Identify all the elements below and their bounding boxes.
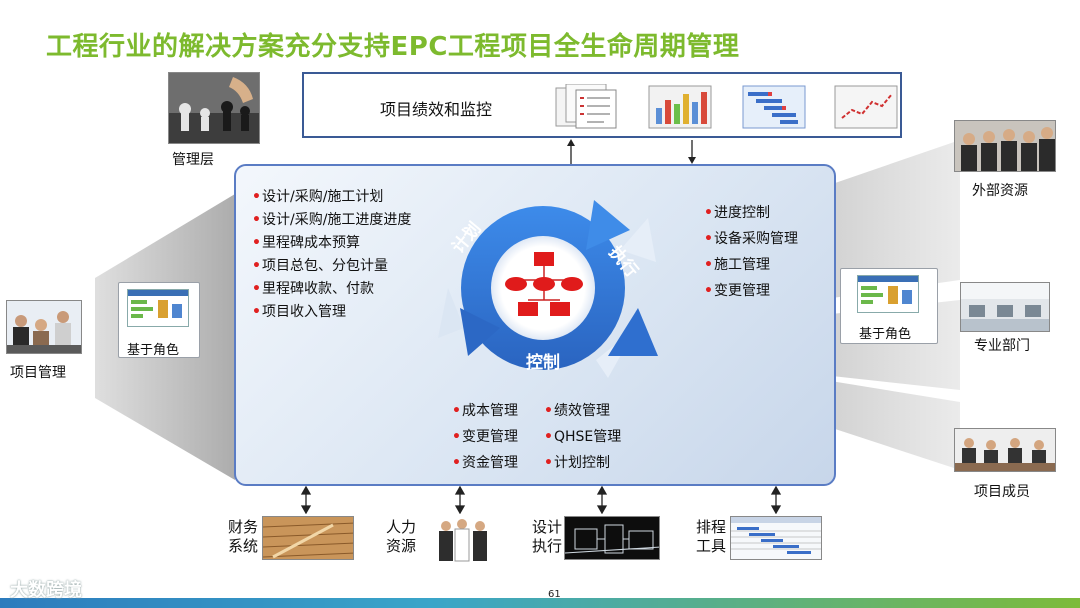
external-resources-photo: [954, 120, 1056, 172]
design-exec-label: 设计 执行: [532, 518, 562, 556]
control-item: 成本管理: [452, 402, 542, 420]
control-item: 计划控制: [544, 454, 644, 472]
hr-label: 人力 资源: [386, 518, 416, 556]
department-photo: [960, 282, 1050, 332]
hr-label-line2: 资源: [386, 537, 417, 555]
scheduling-label: 排程 工具: [696, 518, 726, 556]
exec-arrow-head: [608, 308, 658, 356]
business-people-icon: [955, 121, 1055, 171]
management-layer-caption: 管理层: [172, 152, 214, 168]
design-label-line2: 执行: [532, 537, 563, 555]
control-item: QHSE管理: [544, 428, 644, 446]
finance-photo: [262, 516, 354, 560]
project-management-caption: 项目管理: [10, 365, 66, 381]
department-caption: 专业部门: [974, 338, 1030, 354]
footer-color-bar: [0, 598, 1080, 608]
control-arrow-head-gap: [438, 288, 464, 338]
plan-items-list: 设计/采购/施工计划 设计/采购/施工进度进度 里程碑成本预算 项目总包、分包计…: [252, 188, 412, 326]
office-workspace-icon: [961, 283, 1049, 331]
monitor-link-arrows: [567, 139, 696, 164]
cad-model-icon: [565, 517, 659, 559]
control-items-col2: 绩效管理 QHSE管理 计划控制: [544, 402, 644, 480]
execution-item: 施工管理: [704, 256, 834, 274]
project-members-photo: [954, 428, 1056, 472]
execution-item: 进度控制: [704, 204, 834, 222]
plan-arrow-head-gap: [620, 218, 656, 262]
plan-item: 设计/采购/施工计划: [252, 188, 412, 206]
finance-system-label: 财务 系统: [228, 518, 258, 556]
org-chart-icon: [505, 252, 583, 316]
plan-item: 设计/采购/施工进度进度: [252, 211, 412, 229]
dashboard-screenshot-icon: [858, 276, 918, 304]
control-item: 绩效管理: [544, 402, 644, 420]
central-lifecycle-panel: 设计/采购/施工计划 设计/采购/施工进度进度 里程碑成本预算 项目总包、分包计…: [234, 164, 836, 486]
finance-pen-icon: [263, 517, 353, 559]
right-role-label: 基于角色: [859, 327, 912, 342]
external-resources-caption: 外部资源: [972, 183, 1028, 199]
left-role-label: 基于角色: [127, 343, 180, 358]
left-role-card[interactable]: 基于角色: [118, 282, 200, 358]
plan-item: 项目收入管理: [252, 303, 412, 321]
control-item: 变更管理: [452, 428, 542, 446]
scheduling-photo: [730, 516, 822, 560]
project-management-photo: [6, 300, 82, 354]
design-label-line1: 设计: [532, 518, 563, 536]
right-role-screen: [857, 275, 919, 313]
people-icon: [432, 516, 494, 562]
design-photo: [564, 516, 660, 560]
gantt-chart-icon: [742, 85, 806, 129]
finance-label-line1: 财务: [228, 518, 259, 536]
slide-title: 工程行业的解决方案充分支持EPC工程项目全生命周期管理: [46, 32, 740, 62]
chess-pieces-icon: [169, 73, 259, 143]
page-number: 61: [548, 589, 561, 600]
management-photo: [168, 72, 260, 144]
control-arrow-head: [460, 308, 500, 356]
control-item: 资金管理: [452, 454, 542, 472]
team-meeting-icon: [955, 429, 1055, 471]
plan-item: 里程碑成本预算: [252, 234, 412, 252]
bar-chart-icon: [648, 85, 712, 129]
execution-item: 设备采购管理: [704, 230, 834, 248]
plan-item: 项目总包、分包计量: [252, 257, 412, 275]
finance-label-line2: 系统: [228, 537, 259, 555]
performance-monitoring-box: 项目绩效和监控: [302, 72, 902, 138]
execution-item: 变更管理: [704, 282, 834, 300]
meeting-people-icon: [7, 301, 81, 353]
project-members-caption: 项目成员: [974, 484, 1030, 500]
hr-photo: [432, 516, 494, 562]
control-items-col1: 成本管理 变更管理 资金管理: [452, 402, 542, 480]
cycle-control-label: 控制: [526, 353, 560, 373]
performance-monitoring-label: 项目绩效和监控: [380, 100, 493, 119]
plan-item: 里程碑收款、付款: [252, 280, 412, 298]
left-role-screen: [127, 289, 189, 327]
line-chart-icon: [834, 85, 898, 129]
bottom-link-arrows: [300, 486, 782, 514]
hr-label-line1: 人力: [386, 518, 417, 536]
scheduling-label-line1: 排程: [696, 518, 727, 536]
right-role-card[interactable]: 基于角色: [840, 268, 938, 344]
report-documents-icon: [555, 84, 617, 129]
lifecycle-cycle-diagram: [438, 200, 658, 378]
gantt-schedule-icon: [731, 517, 821, 559]
dashboard-screenshot-icon: [128, 290, 188, 318]
scheduling-label-line2: 工具: [696, 537, 727, 555]
plan-arrow-head: [586, 200, 630, 250]
execution-items-list: 进度控制 设备采购管理 施工管理 变更管理: [704, 204, 834, 308]
watermark-text: 大数跨境: [10, 580, 82, 601]
